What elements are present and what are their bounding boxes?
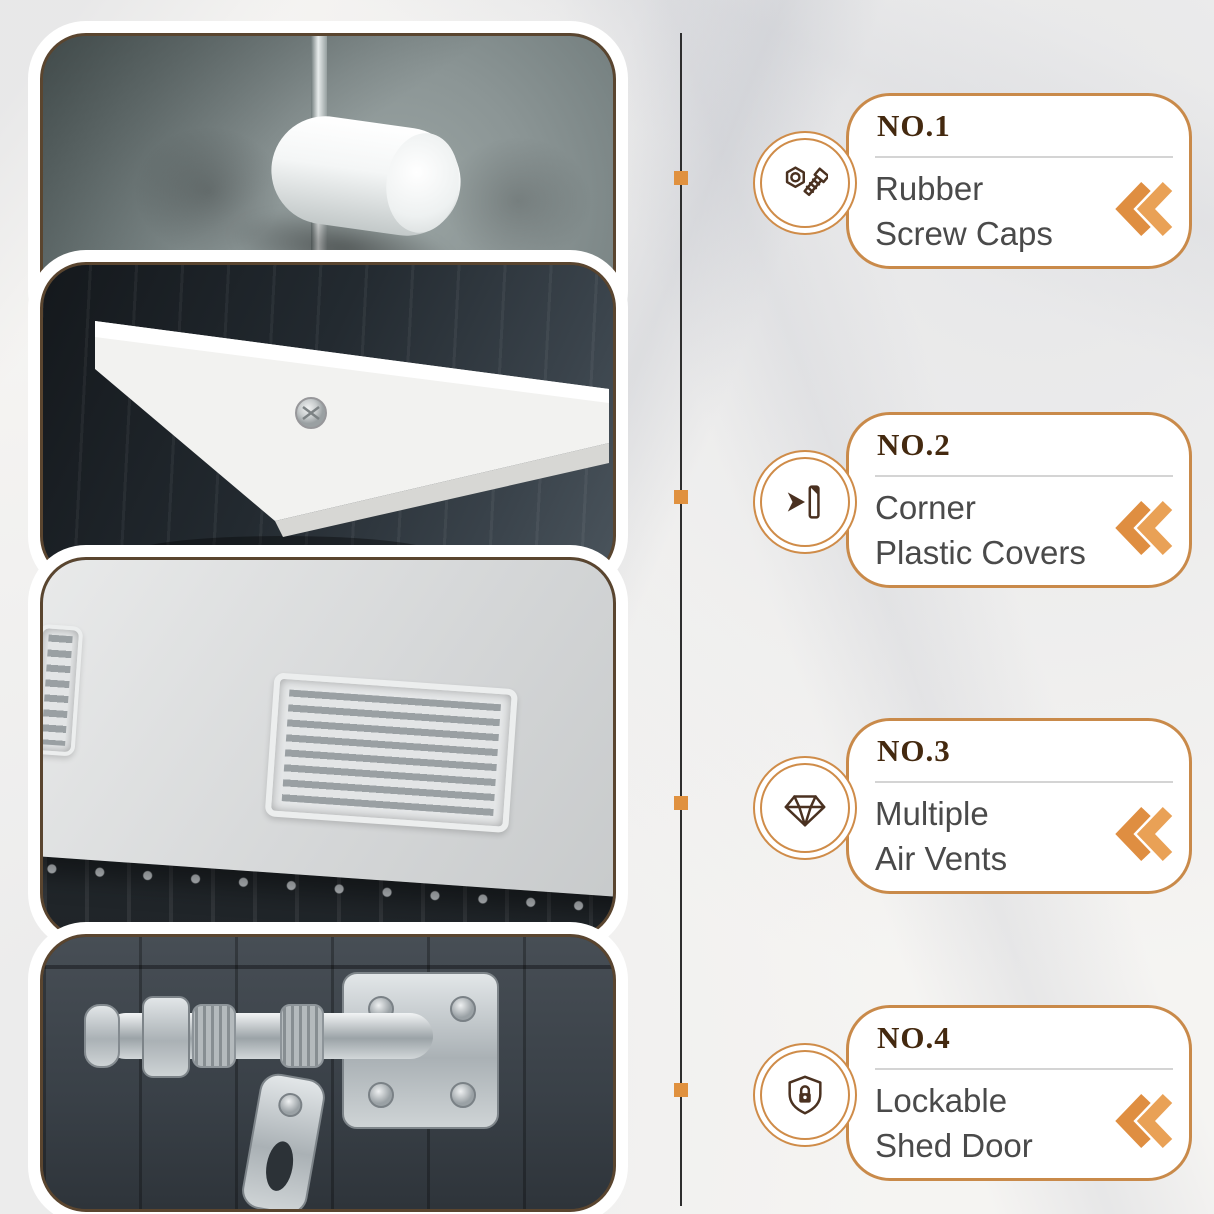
feature-badge-3 [753, 756, 857, 860]
plate-screw [368, 1082, 394, 1108]
card-divider [875, 475, 1173, 477]
lockable-door-latch-photo [40, 934, 616, 1212]
plate-screw [450, 996, 476, 1022]
feature-title-line2: Shed Door [875, 1127, 1033, 1164]
light-door-panel [43, 560, 613, 907]
left-chevron-icon [1115, 1093, 1173, 1149]
feature-title-line1: Multiple [875, 795, 989, 832]
feature-number: NO.4 [877, 1020, 951, 1055]
corner-cover-top-face [95, 321, 609, 521]
feature-number: NO.3 [877, 733, 951, 768]
feature-card-multiple-air-vents: NO.3 Multiple Air Vents [753, 718, 1192, 894]
left-chevron-icon [1115, 500, 1173, 556]
feature-title-line2: Air Vents [875, 840, 1008, 877]
feature-title-line1: Corner [875, 489, 976, 526]
feature-badge-ring [760, 1050, 850, 1140]
feature-badge-ring [760, 457, 850, 547]
dark-door-background [43, 937, 613, 1209]
card-divider [875, 156, 1173, 158]
hasp-screw [278, 1093, 303, 1118]
bolt-end-cap [84, 1004, 120, 1068]
feature-card-lockable-shed-door: NO.4 Lockable Shed Door [753, 1005, 1192, 1181]
feature-title: Lockable Shed Door [875, 1078, 1033, 1168]
corner-cover-graphic [95, 321, 609, 570]
diamond-gem-icon [784, 795, 826, 827]
feature-badge-1 [753, 131, 857, 235]
air-vent-photo [40, 557, 616, 939]
feature-badge-2 [753, 450, 857, 554]
feature-number: NO.1 [877, 108, 951, 143]
barrel-bolt-latch-graphic [84, 972, 499, 1209]
knurled-ring [192, 1004, 236, 1068]
corner-cover-icon [787, 485, 820, 519]
feature-card-rubber-screw-caps: NO.1 Rubber Screw Caps [753, 93, 1192, 269]
corner-plastic-cover-photo [40, 262, 616, 582]
nut-and-bolt-icon [785, 166, 828, 197]
corner-cover-highlight [95, 321, 609, 403]
timeline-dot-4 [674, 1083, 688, 1097]
feature-title: Corner Plastic Covers [875, 485, 1086, 575]
left-chevron-icon [1115, 806, 1173, 862]
feature-badge-ring [760, 763, 850, 853]
hasp-strap [242, 1073, 325, 1209]
bolt-guide-strap [142, 996, 190, 1078]
timeline-dot-2 [674, 490, 688, 504]
side-air-vent [43, 623, 84, 757]
card-divider [875, 781, 1173, 783]
dimple-shadow [443, 136, 593, 266]
card-divider [875, 1068, 1173, 1070]
plate-screw [450, 1082, 476, 1108]
feature-title-line1: Lockable [875, 1082, 1008, 1119]
feature-badge-4 [753, 1043, 857, 1147]
feature-title: Rubber Screw Caps [875, 166, 1053, 256]
feature-card-corner-plastic-covers: NO.2 Corner Plastic Covers [753, 412, 1192, 588]
dimple-shadow [133, 126, 283, 256]
door-seam [43, 965, 613, 969]
feature-title-line2: Screw Caps [875, 215, 1053, 252]
knurled-ring [280, 1004, 324, 1068]
feature-title-line2: Plastic Covers [875, 534, 1086, 571]
screw-slot [302, 406, 320, 420]
feature-title: Multiple Air Vents [875, 791, 1007, 881]
hasp-slot [266, 1141, 294, 1191]
left-chevron-icon [1115, 181, 1173, 237]
vent-slats [43, 634, 73, 746]
corner-cover-side-face [275, 443, 609, 537]
shield-lock-icon [788, 1075, 822, 1115]
timeline-dot-3 [674, 796, 688, 810]
feature-title-line1: Rubber [875, 170, 984, 207]
vent-slats [281, 689, 501, 816]
timeline-dot-1 [674, 171, 688, 185]
louvered-air-vent [264, 672, 519, 834]
latch-hasp [242, 1073, 325, 1209]
feature-badge-ring [760, 138, 850, 228]
timeline-line [680, 33, 682, 1206]
feature-number: NO.2 [877, 427, 951, 462]
